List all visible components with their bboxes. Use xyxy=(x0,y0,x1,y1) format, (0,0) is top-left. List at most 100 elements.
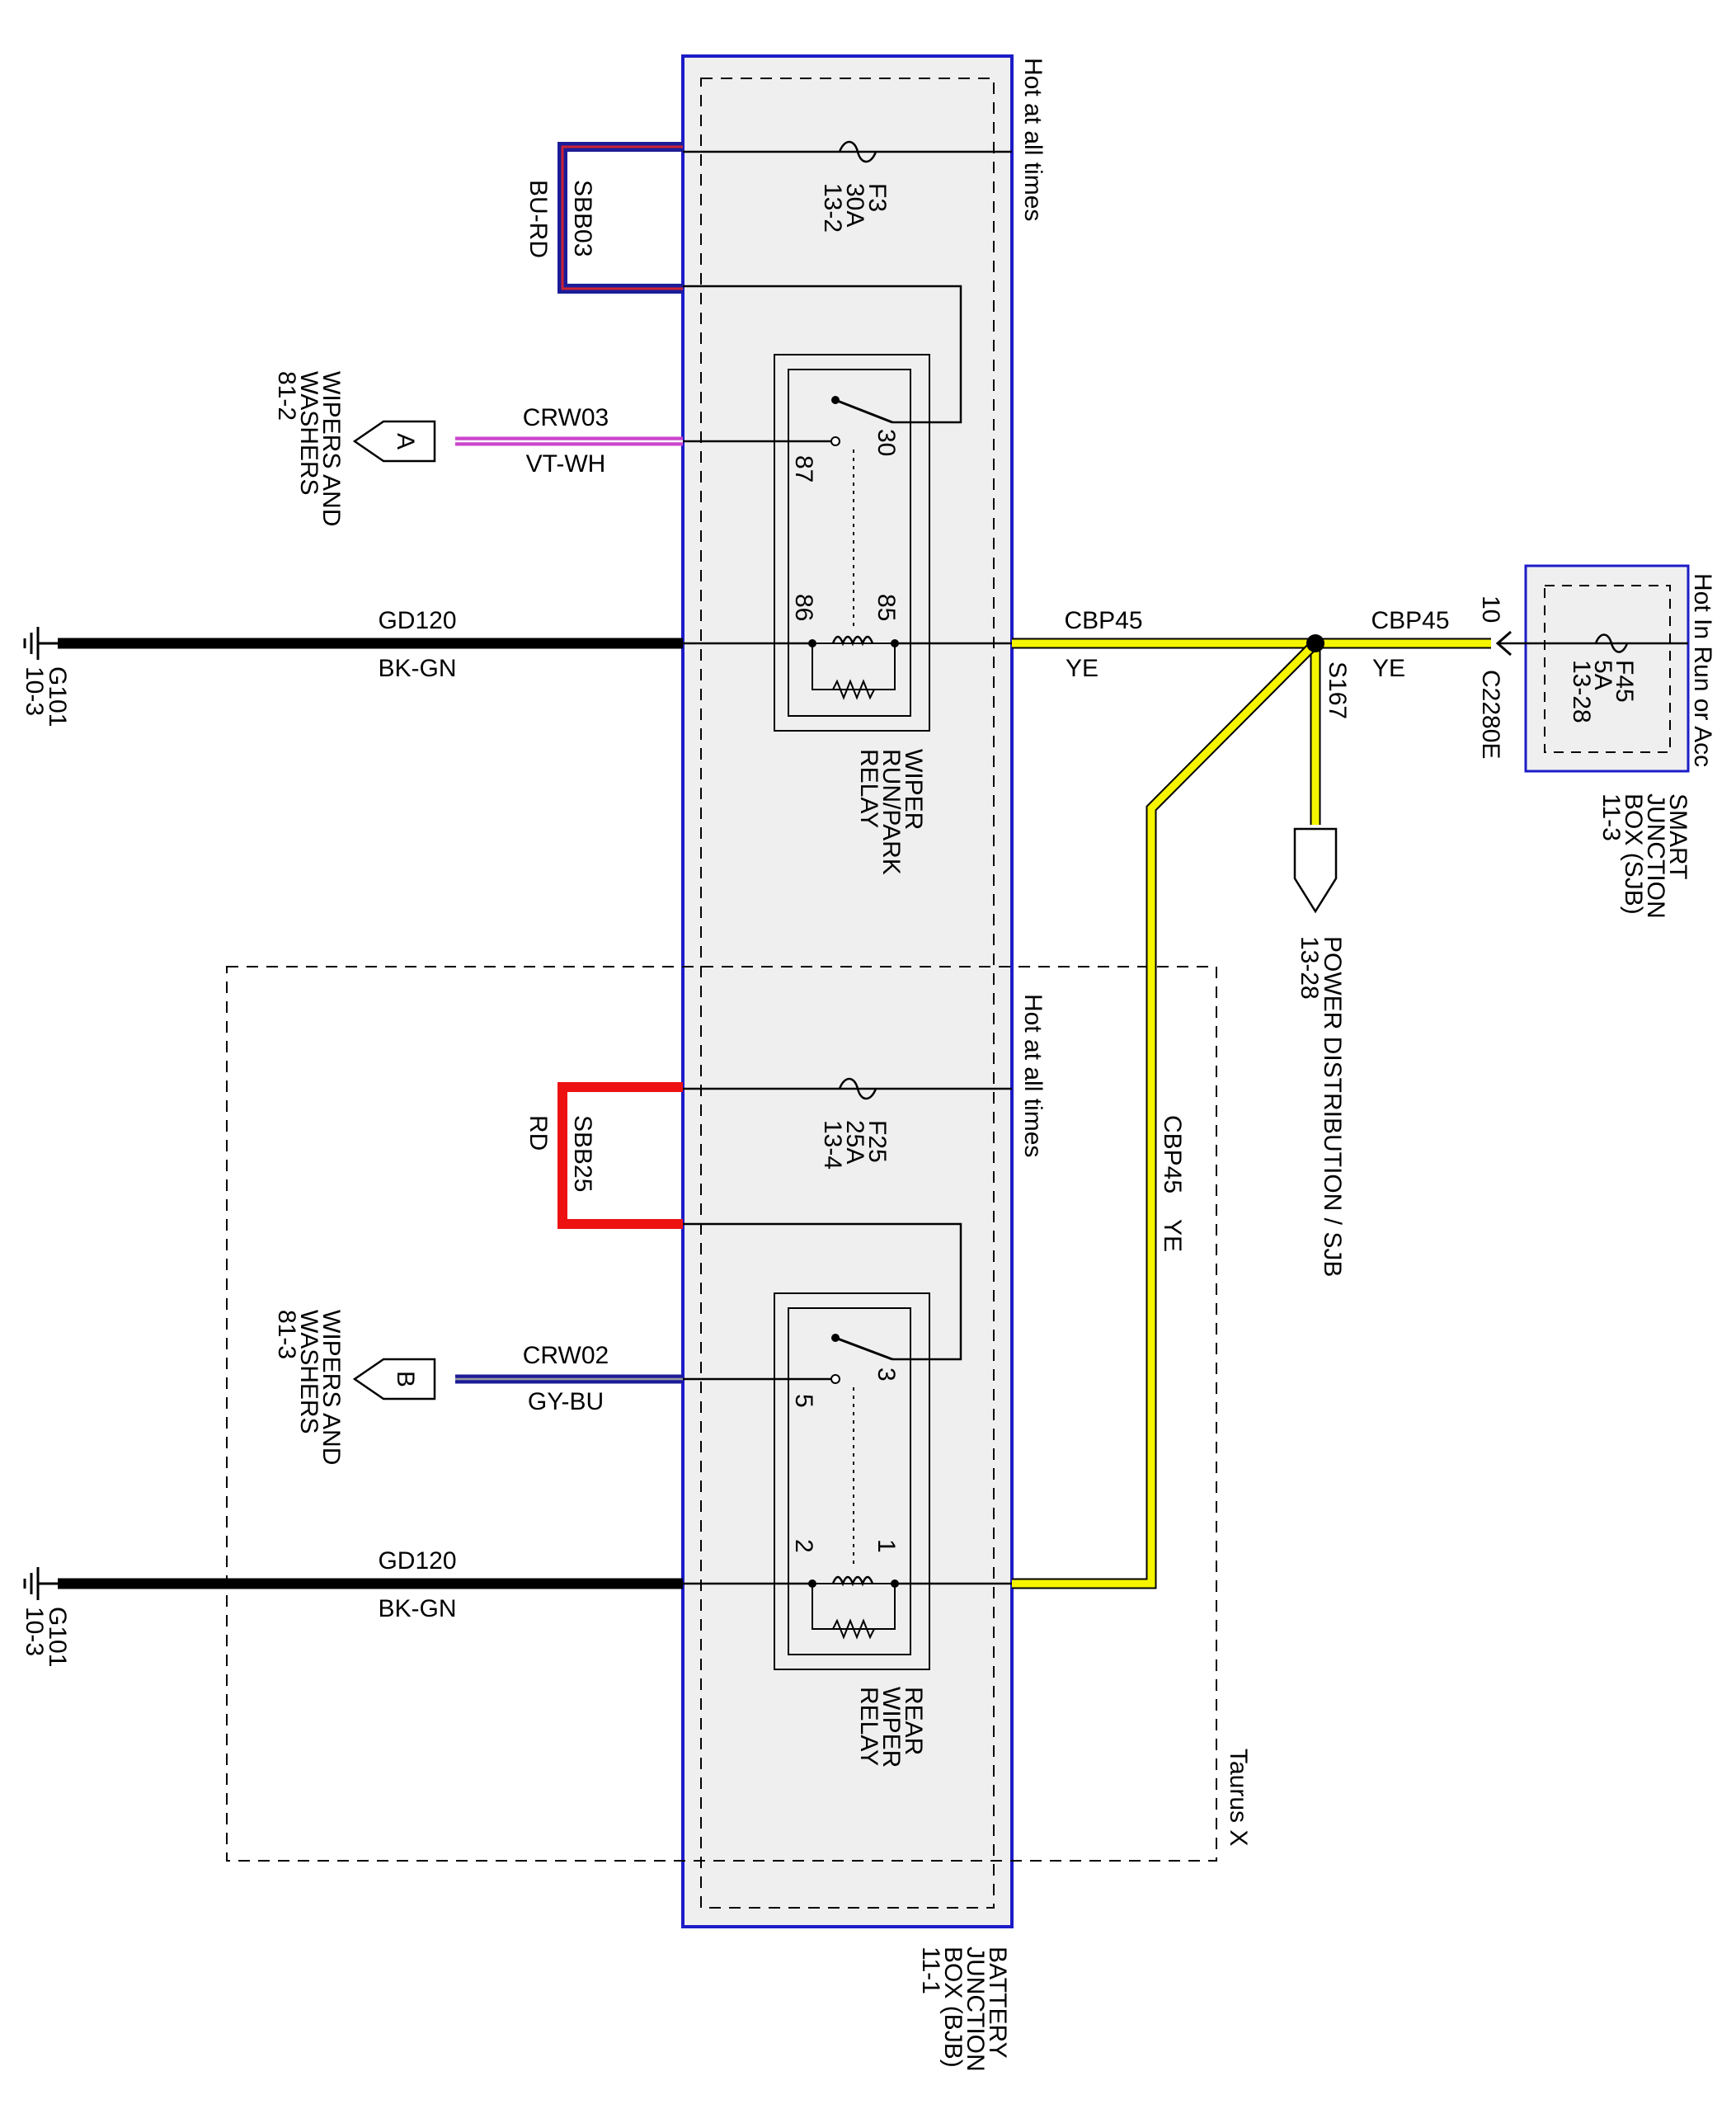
wiper-relay-label-1: WIPER xyxy=(900,749,927,830)
ground-icon-a xyxy=(23,627,58,660)
bjb-label-4: 11-1 xyxy=(917,1947,944,1994)
crw02-label: CRW02 xyxy=(523,1342,609,1369)
crw03-label: CRW03 xyxy=(523,404,609,431)
cbp45-diagonal xyxy=(1012,639,1320,1589)
rear-relay-contact-5 xyxy=(830,1374,840,1384)
g101-a-label: G101 xyxy=(44,666,71,727)
f45-fuse-icon xyxy=(1594,633,1629,653)
gd120-a-label: GD120 xyxy=(378,607,456,634)
wiper-relay-switch-arm xyxy=(835,398,893,424)
ww-a-line2: WASHERS xyxy=(295,371,322,496)
g101-b-label: G101 xyxy=(44,1607,71,1667)
ye-a-label: YE xyxy=(1066,655,1099,682)
hot-at-all-times-top: Hot at all times xyxy=(1019,58,1047,221)
wiper-relay-coil-icon xyxy=(831,635,874,647)
cbp45-b-label: CBP45 xyxy=(1371,607,1449,634)
ww-b-line1: WIPERS AND xyxy=(318,1310,345,1465)
f25-name: F25 xyxy=(863,1120,891,1163)
rear-relay-label-3: RELAY xyxy=(855,1687,882,1766)
connector-b xyxy=(352,1358,436,1401)
hot-in-run-or-acc: Hot In Run or Acc xyxy=(1689,573,1716,767)
wiper-relay-outer xyxy=(774,354,930,732)
f45-ref: 13-28 xyxy=(1568,660,1595,723)
sjb-inner-dashed xyxy=(1544,585,1671,753)
ground-icon-b xyxy=(23,1567,58,1600)
bjb-label-1: BATTERY xyxy=(984,1947,1011,2059)
taurus-x-region xyxy=(226,966,1217,1862)
bjb-label-2: JUNCTION xyxy=(962,1947,989,2072)
g101-b-ref: 10-3 xyxy=(21,1607,48,1656)
c2280e-label: C2280E xyxy=(1477,670,1504,759)
power-distribution-ref: 13-28 xyxy=(1296,936,1323,1000)
wiper-relay-resistor-icon xyxy=(832,679,875,700)
pin-10-label: 10 xyxy=(1477,596,1504,623)
c2280e-connector-icon xyxy=(1495,630,1512,657)
rear-relay-inner xyxy=(788,1307,911,1655)
ww-a-line1: WIPERS AND xyxy=(318,371,345,526)
sbb03-stripe xyxy=(561,145,683,290)
cbp45-diagonal-fill xyxy=(1012,640,1319,1588)
f25-ref: 13-4 xyxy=(819,1120,846,1170)
rear-relay-resistor-icon xyxy=(832,1618,875,1640)
rear-relay-pin-3: 3 xyxy=(873,1368,900,1382)
hot-at-all-times-mid: Hot at all times xyxy=(1019,994,1047,1157)
cbp45-a-label: CBP45 xyxy=(1064,607,1142,634)
rear-relay-pin-1: 1 xyxy=(873,1539,900,1553)
f25-amp: 25A xyxy=(841,1120,868,1164)
bk-gn-a-label: BK-GN xyxy=(378,655,456,682)
wiper-relay-inner xyxy=(788,369,911,717)
sbb25-wire xyxy=(557,1082,683,1229)
f3-to-relay-wire xyxy=(683,285,962,424)
f3-name: F3 xyxy=(863,183,891,212)
sbb25-label: SBB25 xyxy=(569,1115,596,1192)
bjb-inner-dashed xyxy=(700,78,995,1909)
s167-label: S167 xyxy=(1324,661,1351,719)
power-distribution-connector xyxy=(1293,827,1338,914)
sjb-label-3: BOX (SJB) xyxy=(1620,793,1647,915)
rear-relay-label-1: REAR xyxy=(900,1687,927,1755)
gy-bu-label: GY-BU xyxy=(528,1388,604,1415)
f25-to-relay-wire xyxy=(683,1222,962,1361)
s167-splice xyxy=(1306,634,1324,652)
rear-relay-label-2: WIPER xyxy=(877,1687,905,1768)
wiper-relay-contact-87 xyxy=(830,436,840,446)
wiper-relay-label-2: RUN/PARK xyxy=(877,749,905,875)
sjb-box xyxy=(1524,564,1690,773)
bjb-box xyxy=(681,54,1014,1928)
bu-rd-label: BU-RD xyxy=(525,180,552,258)
sjb-label-1: SMART xyxy=(1664,793,1691,879)
ww-b-line2: WASHERS xyxy=(295,1310,322,1434)
connector-a-label: A xyxy=(392,433,419,450)
sjb-label-4: 11-3 xyxy=(1597,793,1625,841)
wiper-relay-pin-87: 87 xyxy=(790,455,817,483)
connector-a xyxy=(352,420,436,463)
taurus-x-label: Taurus X xyxy=(1225,1749,1252,1846)
connector-b-label: B xyxy=(392,1371,419,1387)
rd-label: RD xyxy=(525,1115,552,1151)
bjb-label-3: BOX (BJB) xyxy=(939,1947,967,2068)
sbb03-label: SBB03 xyxy=(569,180,596,257)
ww-b-line3: 81-3 xyxy=(273,1310,300,1359)
f25-fuse-icon xyxy=(838,1077,877,1100)
wiper-relay-label-3: RELAY xyxy=(855,749,882,828)
bk-gn-b-label: BK-GN xyxy=(378,1595,456,1622)
wiper-relay-pin-30: 30 xyxy=(873,429,900,456)
ye-c-label: YE xyxy=(1159,1219,1186,1252)
rear-relay-pin-5: 5 xyxy=(790,1394,817,1408)
f3-amp: 30A xyxy=(841,183,868,227)
cbp45-c-label: CBP45 xyxy=(1159,1115,1186,1193)
rear-relay-switch-arm xyxy=(835,1336,893,1361)
ye-b-label: YE xyxy=(1372,655,1405,682)
power-distribution-label: POWER DISTRIBUTION / SJB xyxy=(1319,936,1346,1277)
f3-fuse-icon xyxy=(838,140,877,163)
rear-relay-coil-icon xyxy=(831,1575,874,1587)
gd120-b-label: GD120 xyxy=(378,1547,456,1575)
g101-a-ref: 10-3 xyxy=(21,666,48,716)
wiper-relay-pin-85: 85 xyxy=(873,594,900,621)
f45-amp: 5A xyxy=(1589,660,1616,690)
f3-ref: 13-2 xyxy=(819,183,846,233)
wiper-relay-pin-86: 86 xyxy=(790,594,817,621)
f45-name: F45 xyxy=(1611,660,1638,703)
vt-wh-label: VT-WH xyxy=(526,450,606,478)
